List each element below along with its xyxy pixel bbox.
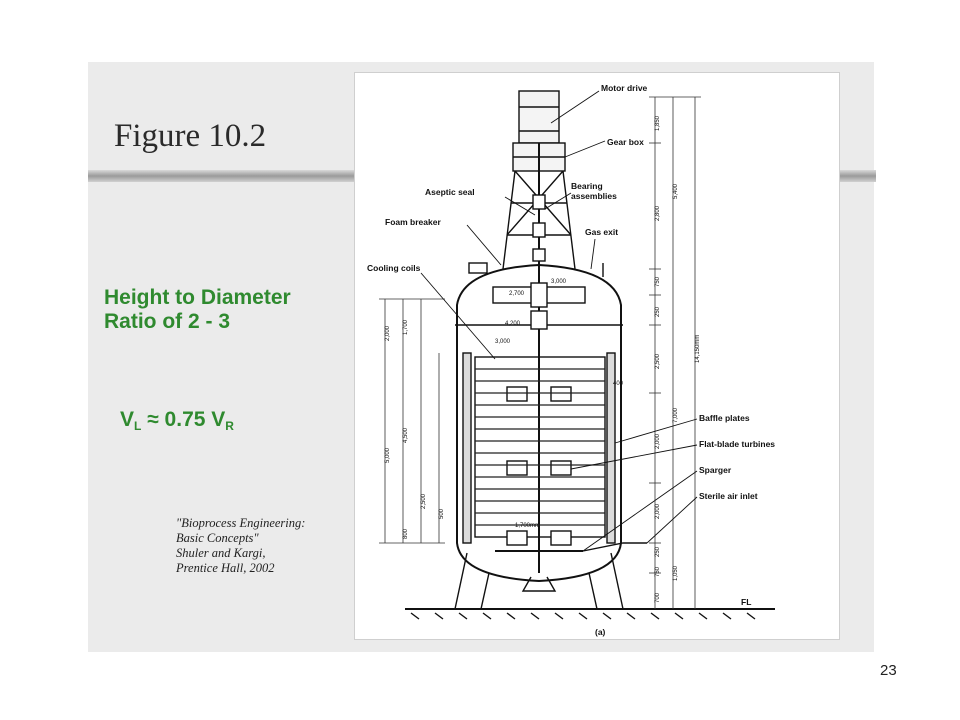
leg-left <box>454 552 490 610</box>
dim-r-250b: 250 <box>655 546 661 557</box>
heading-line-1: Height to Diameter <box>104 286 291 309</box>
ratio-heading: Height to Diameter Ratio of 2 - 3 <box>104 286 291 334</box>
citation-line-1: "Bioprocess Engineering: <box>176 516 306 530</box>
fermenter-diagram: Motor drive Gear box Aseptic seal Bearin… <box>354 72 840 640</box>
turbine-3-left <box>506 530 528 546</box>
label-bearing: Bearing <box>571 181 603 191</box>
label-cooling-coils: Cooling coils <box>367 263 421 273</box>
dim-4200: 4,200 <box>505 321 521 327</box>
label-aseptic-seal: Aseptic seal <box>425 187 475 197</box>
leg-right <box>588 552 624 610</box>
dim-l-1700: 1,700 <box>403 319 409 335</box>
dim-r-7000: 7,000 <box>673 407 679 423</box>
dim-r-2800: 2,800 <box>655 205 661 221</box>
left-dimensions <box>379 298 445 544</box>
air-inlet-pipe <box>582 542 647 552</box>
baffle-right <box>606 352 616 544</box>
turbine-3-right <box>550 530 572 546</box>
foam-nozzle <box>468 262 488 274</box>
formula-sub1: L <box>134 419 142 433</box>
leader-lines <box>420 90 698 552</box>
formula-v1: V <box>120 408 135 431</box>
citation-line-3: Shuler and Kargi, <box>176 546 266 560</box>
dim-r-14150: 14,150mm <box>695 335 701 363</box>
dim-l-2000: 2,000 <box>385 325 391 341</box>
label-flat-blade-turbines: Flat-blade turbines <box>699 439 775 449</box>
figure-title: Figure 10.2 <box>114 118 267 154</box>
dim-r-2000a: 2,000 <box>655 433 661 449</box>
dim-r-250a: 250 <box>655 306 661 317</box>
dim-r-5400: 5,400 <box>673 183 679 199</box>
label-baffle-plates: Baffle plates <box>699 413 750 423</box>
heading-line-2: Ratio of 2 - 3 <box>104 310 231 333</box>
label-assemblies: assemblies <box>571 191 617 201</box>
dim-r-2000b: 2,000 <box>655 503 661 519</box>
dim-l-2500: 2,500 <box>421 493 427 509</box>
label-sparger: Sparger <box>699 465 732 475</box>
formula-v2: V <box>211 408 226 431</box>
dim-l-5000: 5,000 <box>385 447 391 463</box>
bottom-drain <box>521 576 557 592</box>
dim-r-2500: 2,500 <box>655 353 661 369</box>
motor-shape <box>518 90 560 144</box>
formula-op: ≈ 0.75 <box>141 408 212 431</box>
dim-r-700: 700 <box>655 592 661 603</box>
label-gear-box: Gear box <box>607 137 644 147</box>
label-foam-breaker: Foam breaker <box>385 217 441 227</box>
dim-r-750b: 750 <box>655 566 661 577</box>
dim-r-1850: 1,850 <box>655 115 661 131</box>
turbine-1-right <box>550 386 572 402</box>
dim-l-800: 800 <box>403 528 409 539</box>
label-gas-exit: Gas exit <box>585 227 618 237</box>
dim-3000-top: 3,000 <box>551 279 567 285</box>
baffle-left <box>462 352 472 544</box>
citation-line-4: Prentice Hall, 2002 <box>176 561 275 575</box>
citation: "Bioprocess Engineering: Basic Concepts"… <box>176 516 305 576</box>
page-number: 23 <box>880 662 897 679</box>
right-dimensions <box>649 96 701 609</box>
support-frame <box>502 170 576 270</box>
fermenter-drawing: Motor drive Gear box Aseptic seal Bearin… <box>367 83 775 637</box>
formula-sub2: R <box>225 419 234 433</box>
volume-formula: VL ≈ 0.75 VR <box>120 408 234 433</box>
dim-l-500: 500 <box>439 508 445 519</box>
dim-1700mm: 1,700mm <box>515 523 540 529</box>
dim-3000-mid: 3,000 <box>495 339 511 345</box>
turbine-1-left <box>506 386 528 402</box>
turbine-2-left <box>506 460 528 476</box>
cooling-coils-shape <box>474 356 606 538</box>
dim-l-4500: 4,500 <box>403 427 409 443</box>
turbine-2-right <box>550 460 572 476</box>
coil-rows <box>475 368 605 526</box>
citation-line-2: Basic Concepts" <box>176 531 259 545</box>
label-panel-a: (a) <box>595 627 606 637</box>
label-sterile-air-inlet: Sterile air inlet <box>699 491 758 501</box>
label-fl: FL <box>741 597 751 607</box>
label-motor-drive: Motor drive <box>601 83 648 93</box>
dim-2700: 2,700 <box>509 291 525 297</box>
dim-400: 400 <box>613 381 624 387</box>
dim-r-750a: 750 <box>655 276 661 287</box>
dim-r-1050: 1,050 <box>673 565 679 581</box>
